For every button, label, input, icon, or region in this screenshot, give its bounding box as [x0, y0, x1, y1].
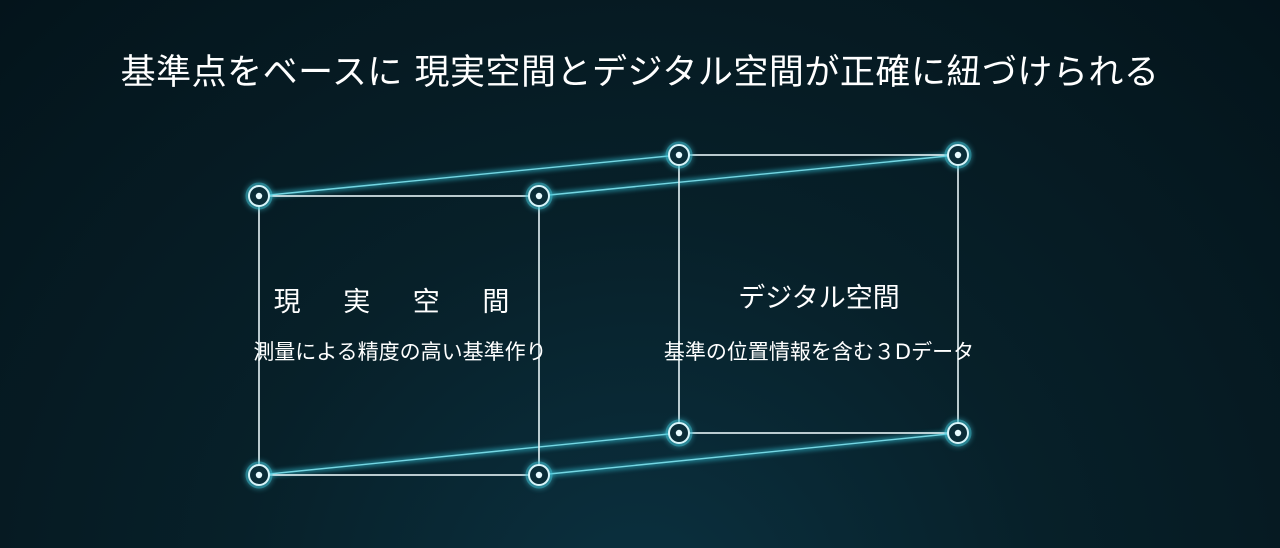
connector-top-left [258, 154, 680, 197]
reference-point-node-icon [944, 141, 972, 169]
connector-bottom-right [538, 432, 959, 476]
reference-point-node-icon [245, 461, 273, 489]
connector-top-right [538, 154, 959, 197]
page-title: 基準点をベースに 現実空間とデジタル空間が正確に紐づけられる [120, 53, 1160, 93]
reference-point-node-icon [525, 182, 553, 210]
real-space-subtitle: 測量による精度の高い基準作り [253, 340, 547, 364]
connector-bottom-left [258, 432, 680, 476]
digital-space-subtitle: 基準の位置情報を含む３Dデータ [663, 340, 975, 364]
connector-lines [258, 152, 959, 478]
reference-point-node-icon [665, 141, 693, 169]
digital-space-frame [678, 154, 959, 434]
real-space-frame [258, 195, 540, 476]
reference-point-node-icon [665, 419, 693, 447]
reference-point-node-icon [245, 182, 273, 210]
digital-space-title: デジタル空間 [738, 283, 900, 314]
reference-point-node-icon [525, 461, 553, 489]
reference-nodes [245, 141, 972, 489]
real-space-title: 現 実 空 間 [273, 287, 527, 318]
reference-point-node-icon [944, 419, 972, 447]
